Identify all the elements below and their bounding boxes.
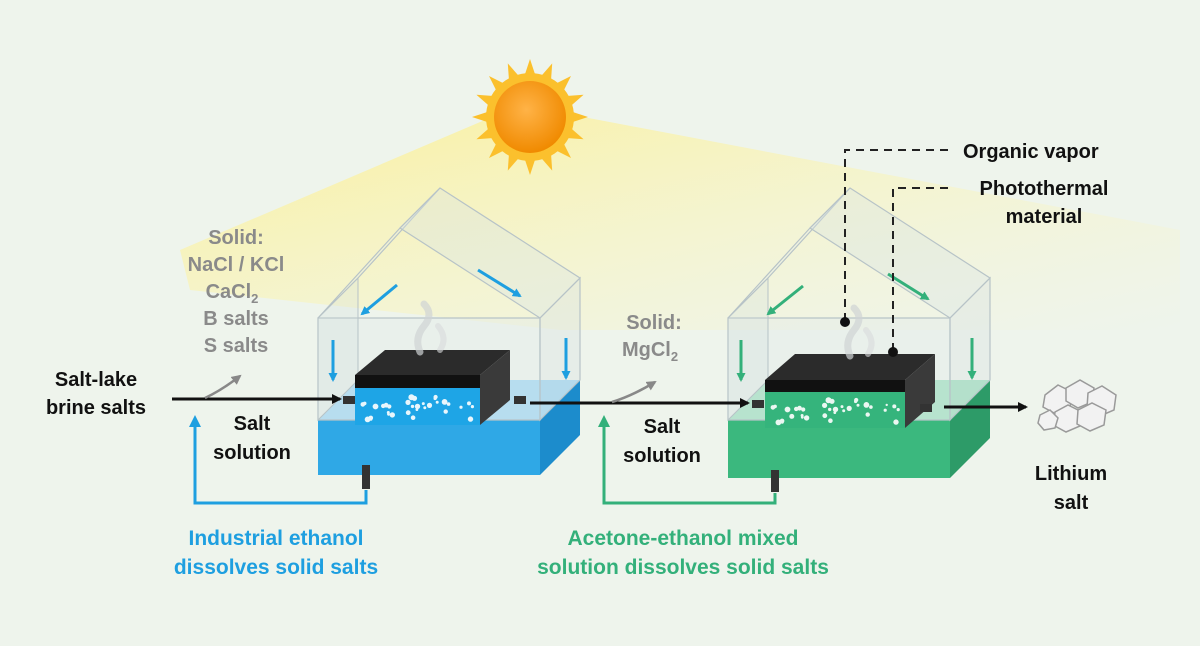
organic-vapor-leader [844,149,948,322]
bubble [828,418,833,424]
solid-list-1: Solid: NaCl / KCl CaCl2 B salts S salts [188,227,285,357]
bubble [441,399,448,405]
bubble [369,417,373,421]
salt-solution1-line2: solution [213,442,291,464]
bubble [822,402,828,408]
bubble [865,412,870,417]
bubble [364,416,371,423]
sun-ray [472,111,489,123]
bubble [832,406,839,413]
bubble [410,415,416,421]
solid1-line1: NaCl / KCl [188,254,285,276]
bubble [459,405,463,409]
organic-vapor-label: Organic vapor [963,141,1099,163]
solid1-line4: S salts [204,335,268,357]
bubble [435,400,439,404]
bubble [829,398,835,404]
acetone-caption-line1: Acetone-ethanol mixed [567,527,798,550]
bubble [896,408,900,412]
bubble [421,402,425,406]
bubble [856,403,860,407]
bubble [414,403,421,410]
output-label-line1: Lithium [1035,463,1107,485]
solid-list-2: Solid: MgCl2 [622,312,682,364]
salt-solution2-line1: Salt [644,416,681,438]
sun-ray [524,59,536,76]
photothermal-label-line2: material [1006,206,1083,228]
bubble [800,415,804,419]
sun-ray [571,111,588,123]
bubble [842,409,846,413]
sun-ray [524,158,536,175]
bubble [410,404,415,409]
bubble [797,405,802,411]
sun-icon [472,59,588,175]
precipitate-arrow-1 [204,374,242,400]
bubble [470,405,474,409]
solid1-line0: Solid: [208,227,264,249]
photothermal-leader [892,187,948,352]
bubble [770,405,776,410]
photothermal-label-line1: Photothermal [980,178,1109,200]
precipitate-arrow-2 [611,380,657,404]
bubble [405,410,411,416]
bubble [892,404,897,409]
bubble [775,419,782,426]
solid1-line2: CaCl2 [206,281,259,306]
input-label-line2: brine salts [46,397,146,419]
acetone-recycle-loop [598,415,777,505]
bubble [433,396,437,401]
bubble [360,402,366,407]
bubble [411,395,418,401]
bubble [854,399,858,404]
bubble [780,420,784,424]
solid2-line0: Solid: [626,312,682,334]
bubble [372,403,379,410]
bubble [467,401,471,406]
evaporator-house-2 [727,187,991,492]
output-label-line2: salt [1054,492,1089,514]
bubble [784,406,791,413]
bubble [443,409,448,414]
bubble [822,413,828,419]
bubble [446,402,451,406]
lithium-crystals-icon [1037,379,1117,433]
bubble [869,405,873,409]
bubble [828,407,832,412]
bubble [383,402,389,408]
bubble [801,407,806,412]
bubble [885,403,888,407]
sun-ray [555,76,571,92]
bubble [789,413,795,419]
bubble [387,412,390,416]
bubble [405,399,411,405]
ethanol-caption-line2: dissolves solid salts [174,556,378,579]
sun-ray [555,142,571,158]
bubble [423,406,427,410]
salt-solution1-line1: Salt [234,413,271,435]
bubble [893,419,899,425]
bubble [389,412,395,418]
sunlight-beam [180,105,1180,330]
acetone-caption-line2: solution dissolves solid salts [537,556,829,579]
bubble [840,405,844,409]
solid1-line3: B salts [203,308,269,330]
salt-solution2-line2: solution [623,445,701,467]
solid2-line1: MgCl2 [622,339,678,364]
bubble [426,402,433,408]
input-label-line1: Salt-lake [55,369,137,391]
bubble [846,405,852,411]
bubble [863,402,870,408]
bubble [467,416,474,422]
bubble [803,415,810,421]
ethanol-recycle-loop [189,415,368,505]
ethanol-caption-line1: Industrial ethanol [188,527,363,550]
bubble [883,408,887,412]
